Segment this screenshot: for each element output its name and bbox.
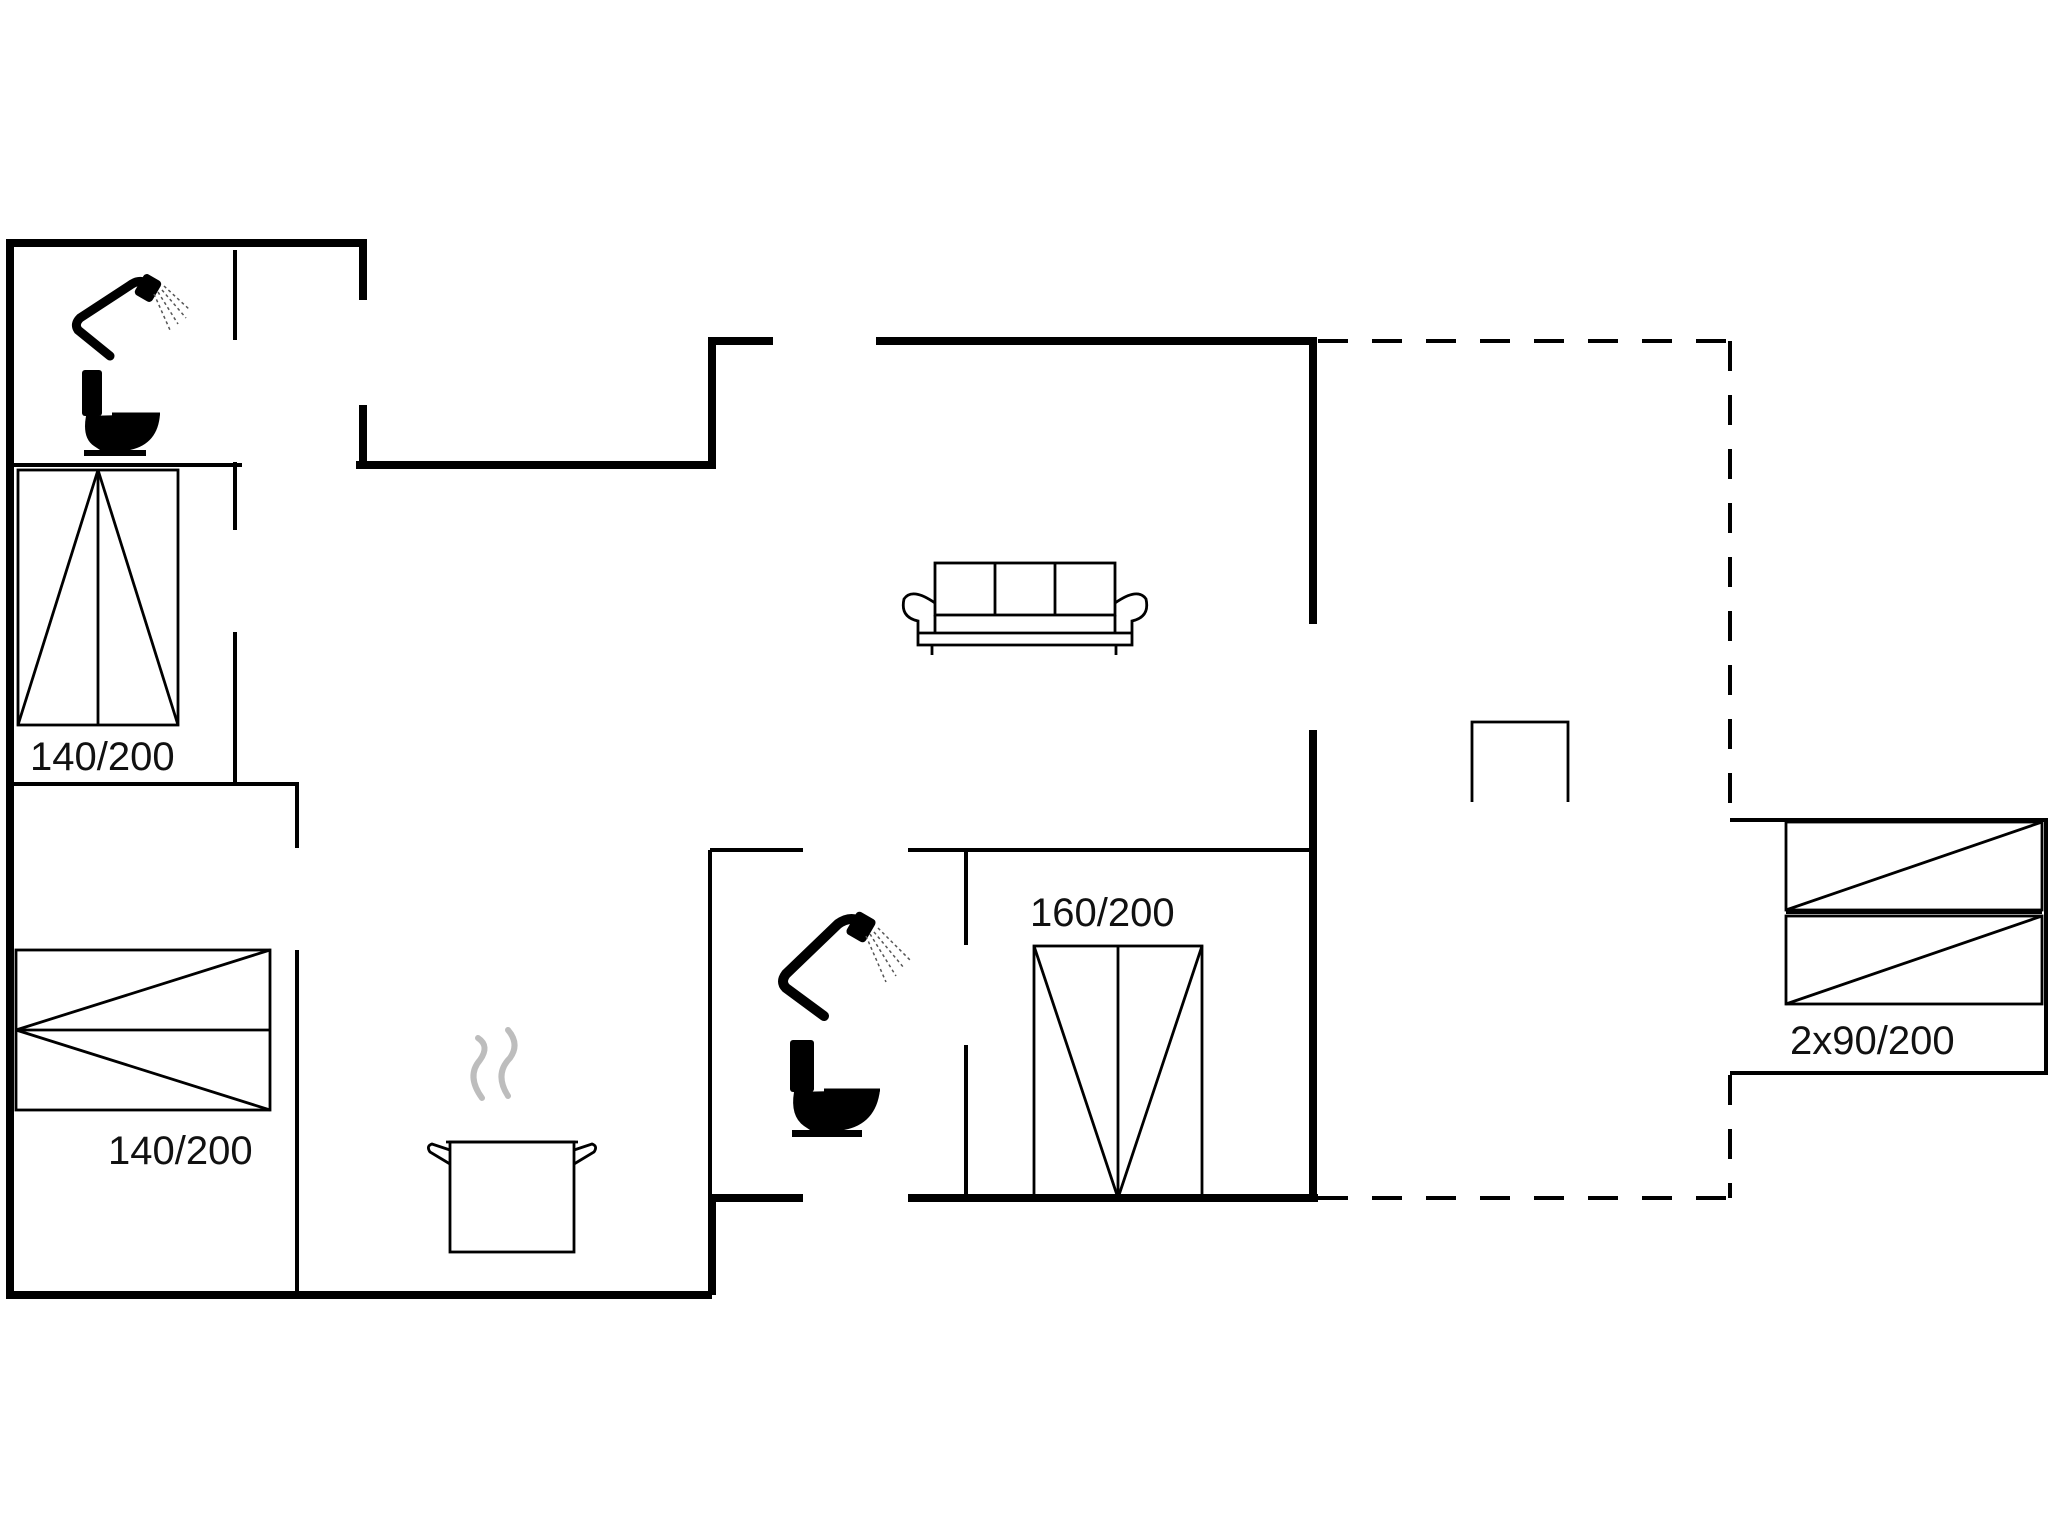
sofa-icon [901, 561, 1149, 655]
bed-right-size: 2x90/200 [1790, 1019, 1955, 1063]
toilet-icon [82, 370, 160, 456]
shower-icon [71, 274, 191, 361]
toilet-icon [790, 1040, 880, 1137]
interior-walls [10, 250, 1313, 1295]
outer-wall-corridor [356, 337, 773, 469]
bed-center-size: 160/200 [1030, 891, 1175, 935]
bed-bottom-left-size: 140/200 [108, 1129, 253, 1173]
shower-icon [778, 911, 911, 1021]
outer-wall-living-top [876, 337, 1317, 624]
outer-wall-left-wing [6, 239, 712, 1299]
annex-wall [1730, 818, 2048, 1075]
bed-bottom-left [14, 948, 272, 1112]
bed-center [1032, 944, 1204, 1200]
annex-room [1730, 818, 2048, 1075]
fireplace-icon [1470, 720, 1570, 802]
bed-top-left [16, 468, 180, 727]
cooking-pot-icon [427, 1027, 597, 1254]
outer-wall-bottom-left [708, 1194, 803, 1295]
bed-top-left-size: 140/200 [30, 735, 175, 779]
terrace-outline [1318, 339, 1732, 1200]
bed-right [1784, 820, 2044, 1006]
